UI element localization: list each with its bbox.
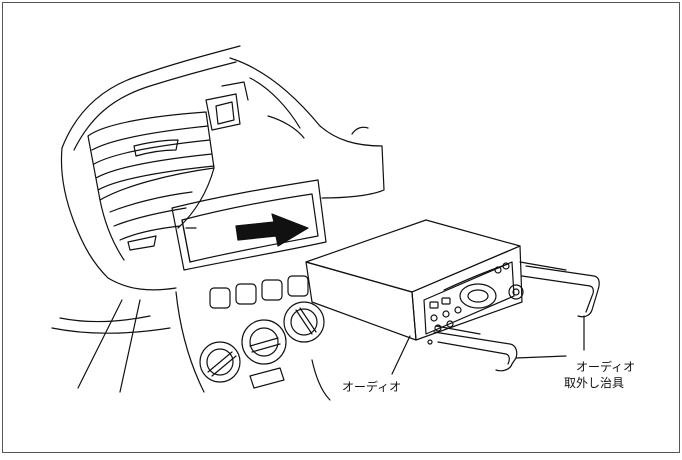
audio-bay: [171, 179, 327, 271]
climate-knobs: [199, 301, 325, 389]
dashboard: [51, 45, 385, 401]
air-vent: [87, 111, 215, 261]
arrow-right-icon: [235, 213, 309, 247]
switch-cluster: [205, 81, 249, 131]
removal-tool-label-line1: オーディオ: [576, 360, 636, 374]
button-row: [209, 275, 309, 309]
audio-unit-label: オーディオ: [342, 380, 402, 394]
audio-leader-line: [391, 335, 411, 375]
removal-tool-upper: [519, 261, 600, 318]
removal-tool-label-line2: 取外し治具: [564, 376, 625, 390]
audio-unit: [305, 219, 524, 345]
figure-frame: [2, 2, 680, 453]
removal-tool-lower: [433, 325, 518, 372]
tool-leader-line-b: [515, 355, 567, 359]
